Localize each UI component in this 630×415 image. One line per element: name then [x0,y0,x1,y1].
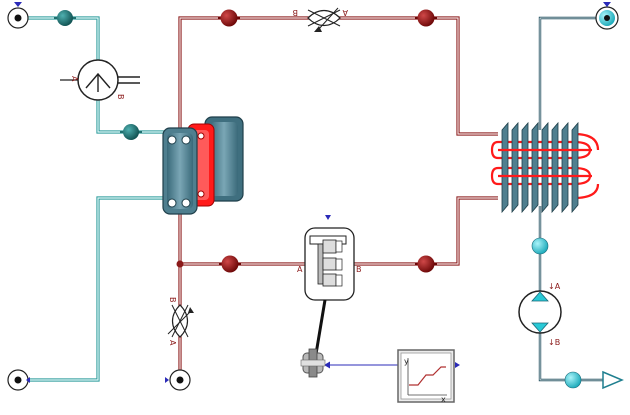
flow-source-triangle-icon [602,370,624,390]
input-marker-icon [14,2,22,7]
plate-heat-exchanger[interactable] [162,116,244,215]
signal-line [324,361,398,369]
pump-right-port-b: ↓B [548,338,560,347]
refrigerant-connectors [176,9,437,273]
valve-top-port-a: A [342,8,348,17]
valve-left-port-a: A [168,340,177,346]
expansion-valve-left[interactable]: B A [167,297,194,346]
water-source-top-left[interactable] [7,2,29,29]
pump-icon [518,290,562,334]
junction-node [176,260,184,268]
table-x-label: x [441,395,446,404]
connector-teal-middle[interactable] [120,124,142,140]
output-marker-icon [455,362,460,368]
connector-red-bottom-right[interactable] [415,255,437,273]
input-marker-icon [165,377,169,383]
connector-cyan-right-bottom[interactable] [564,371,582,389]
refrigerant-boundary-bottom[interactable] [165,369,191,391]
expansion-valve-top[interactable]: B A [293,7,349,32]
connector-red-top-left[interactable] [218,9,240,27]
connector-red-bottom-left[interactable] [219,255,241,273]
connector-cyan-right-mid[interactable] [531,237,549,255]
compressor-port-a: A [297,265,303,274]
table-y-label: y [404,357,409,366]
time-table-block[interactable]: y x [397,349,460,404]
speed-actuator[interactable] [300,348,326,378]
pump-left-port-b: B [116,94,125,100]
input-marker-icon [26,377,30,383]
compressor[interactable]: A B [297,215,362,301]
input-marker-icon [603,2,611,7]
valve-left-port-b: B [168,297,177,303]
pump-right-port-a: ↓A [548,282,561,291]
compressor-port-b: B [356,265,362,274]
input-marker-icon [325,215,331,220]
connector-red-top-right[interactable] [415,9,437,27]
water-source-bottom-left[interactable] [7,369,30,391]
pump-left-port-a: A [70,76,79,82]
water-source-top-right[interactable] [595,2,619,30]
connector-teal-top[interactable] [54,10,76,26]
valve-top-port-b: B [293,8,299,17]
air-heat-exchanger[interactable] [490,121,600,214]
water-pump-left[interactable]: A B [60,59,140,101]
water-pump-right[interactable]: ↓A ↓B [518,282,562,347]
flow-sink-triangle[interactable] [602,370,624,390]
water-connectors [54,10,582,389]
